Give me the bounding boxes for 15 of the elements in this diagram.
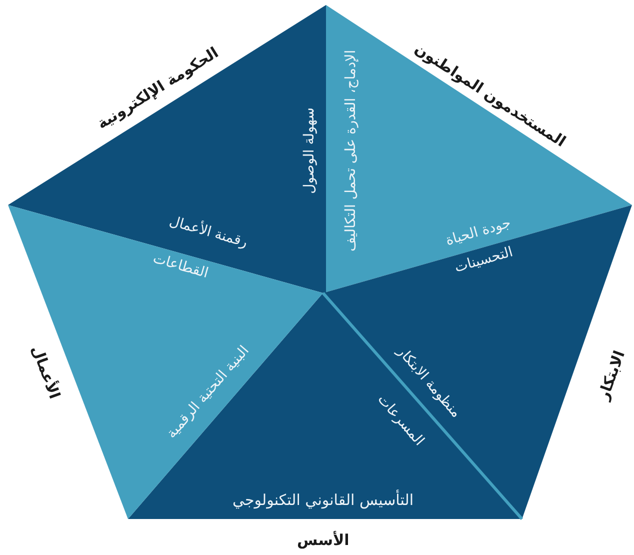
segment-label: سهولة الوصول <box>302 107 318 194</box>
pentagon-segment <box>323 5 632 293</box>
side-heading: الحكومة الإلكترونية <box>94 44 222 132</box>
pentagon-segment <box>8 5 326 293</box>
segment-label: البنية التحتية الرقمية <box>164 343 252 442</box>
side-heading: الأعمال <box>28 342 62 401</box>
segment-label: المسرعات <box>374 392 426 449</box>
side-heading: الابتكار <box>594 348 628 402</box>
side-heading: الأسس <box>297 532 350 548</box>
segment-label: رقمنة الأعمال <box>166 214 249 251</box>
segment-label: الإدماج، القدرة على تحمل التكاليف <box>344 49 360 251</box>
segment-label: التحسينات <box>453 244 515 276</box>
side-heading: المستخدمون المواطنون <box>412 40 569 150</box>
segment-label: التأسيس القانوني التكنولوجي <box>232 492 414 508</box>
segment-label: القطاعات <box>150 250 210 282</box>
